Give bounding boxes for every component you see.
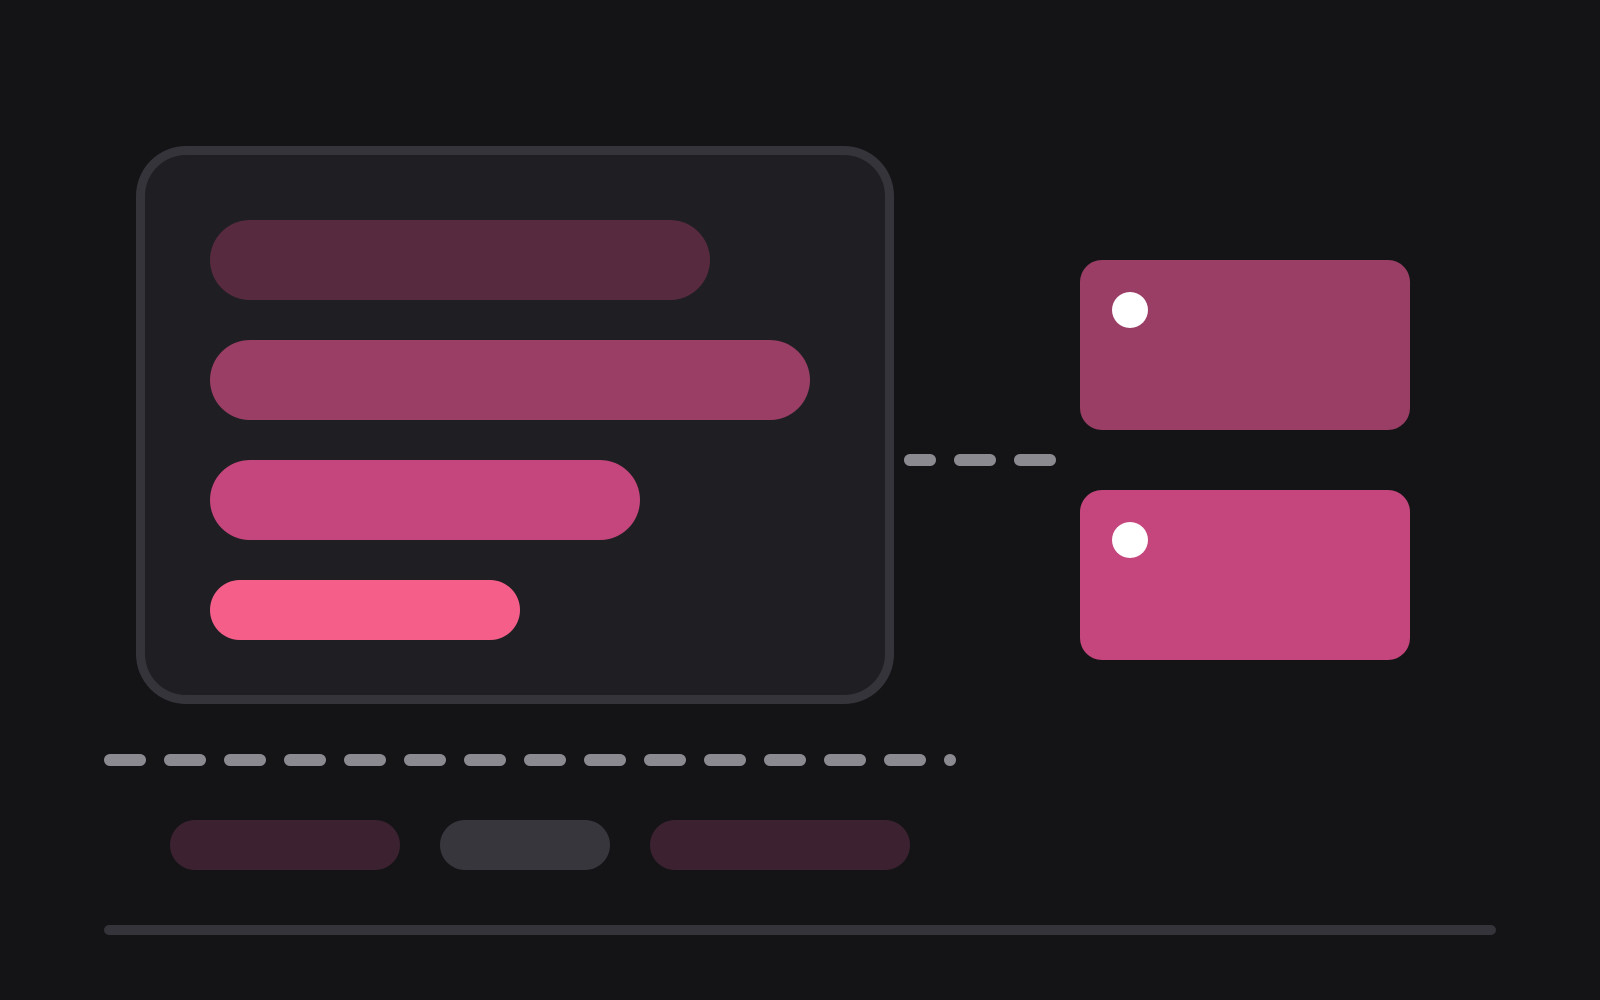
divider-dash xyxy=(164,754,206,766)
baseline-rule xyxy=(104,925,1496,935)
divider-dash xyxy=(764,754,806,766)
divider-dash xyxy=(644,754,686,766)
connector-dash xyxy=(954,454,996,466)
divider-dash xyxy=(584,754,626,766)
dot-icon xyxy=(1112,292,1148,328)
tag-3 xyxy=(650,820,910,870)
divider-dot xyxy=(944,754,956,766)
divider-dash xyxy=(104,754,146,766)
divider-dash xyxy=(284,754,326,766)
divider-dash xyxy=(824,754,866,766)
card-1 xyxy=(1080,260,1410,430)
connector-dash xyxy=(1014,454,1056,466)
divider-dash xyxy=(224,754,266,766)
divider-dash xyxy=(344,754,386,766)
divider-dash xyxy=(884,754,926,766)
bar-1 xyxy=(210,220,710,300)
tag-2 xyxy=(440,820,610,870)
bar-2 xyxy=(210,340,810,420)
divider-dash xyxy=(404,754,446,766)
dot-icon xyxy=(1112,522,1148,558)
connector-dash xyxy=(904,454,936,466)
card-2 xyxy=(1080,490,1410,660)
divider-dash xyxy=(704,754,746,766)
tag-1 xyxy=(170,820,400,870)
bar-3 xyxy=(210,460,640,540)
bar-4 xyxy=(210,580,520,640)
divider-dash xyxy=(524,754,566,766)
divider-dash xyxy=(464,754,506,766)
